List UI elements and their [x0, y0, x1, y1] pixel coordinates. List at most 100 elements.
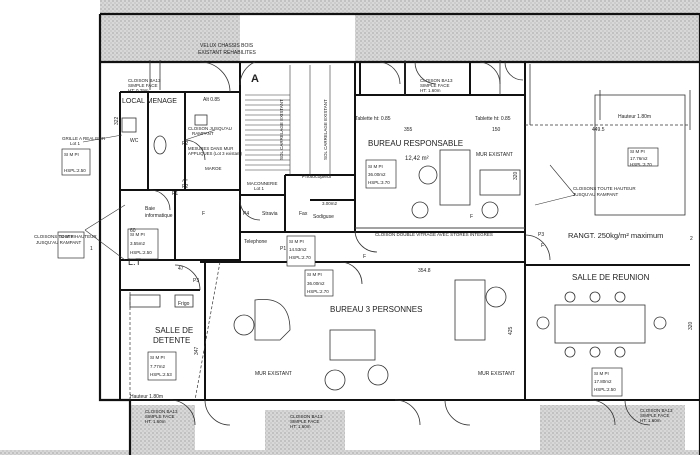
af-label: AF	[182, 178, 188, 183]
dashed-partitions	[129, 124, 690, 401]
p1-b: P1	[280, 246, 286, 252]
windows	[149, 60, 691, 130]
rangt-label: RANGT. 250kg/m² maximum	[568, 231, 663, 240]
stravia-label: Stravia	[262, 211, 278, 217]
top-roof-hatch	[100, 0, 700, 14]
tag-hspl-250a: HSPL:2.50	[64, 168, 86, 173]
cloison-rampant-1: CLOISON JUSQU'AU	[188, 126, 232, 131]
f-label-a: F	[202, 211, 205, 217]
dim-322: 322	[114, 116, 120, 125]
tag-smp-3: SI M PI	[130, 232, 145, 237]
dim-150: 150	[492, 127, 501, 133]
stair-letter: A	[251, 73, 259, 85]
cloisons-toute-2: JUSQU'AU RAMPANT	[36, 240, 82, 245]
bottom-roof-hatch	[0, 405, 700, 455]
area-355: 3.55m2	[130, 241, 146, 246]
frigo-label: Frigo	[178, 301, 190, 307]
sodigouse-label: Sodiguse	[313, 214, 334, 220]
mur-existant-c: MUR EXISTANT	[476, 152, 513, 158]
mur-existant-b: MUR EXISTANT	[478, 371, 515, 377]
velux-sub-label: EXISTANT REHABILITES	[198, 50, 257, 56]
hash-2: 2	[690, 236, 693, 242]
tag-smp-9: SI M PI	[594, 371, 609, 376]
lt-label: L.T	[128, 257, 142, 267]
hspl-250: HSPL:2.50	[130, 250, 152, 255]
f-label-d: F	[470, 214, 473, 220]
hspl-270: HSPL:2.70	[289, 255, 311, 260]
plan-labels: VELUX CHASSIS BOIS EXISTANT REHABILITES …	[34, 43, 694, 429]
cloison-bm-label: CLOISON BA13	[290, 414, 323, 419]
tag-smp-4: SI M PI	[60, 234, 75, 239]
tablette-b: Tablette ht: 0.85	[475, 116, 511, 122]
area-1453: 14.53m2	[289, 247, 307, 252]
dim-47: 47	[178, 266, 184, 272]
hspl-370b: HSPL:3.70	[630, 162, 652, 167]
leader-lines	[82, 129, 576, 261]
p4-label: P4	[243, 211, 249, 217]
photocopieur-label: Photocopieur	[302, 174, 332, 180]
cloison-tr-3: HT: 1.60m	[420, 88, 441, 93]
mur-existant-a: MUR EXISTANT	[255, 371, 292, 377]
bureau-resp-area: 12,42 m²	[405, 156, 429, 162]
cloison-bl-3: HT: 1.60m	[145, 419, 166, 424]
p2-a: P2	[182, 141, 188, 147]
cloison-tl-2: SIMPLE FACE	[128, 83, 158, 88]
hspl-250b: HSPL:2.50	[594, 387, 616, 392]
area-777: 7.77m2	[150, 364, 166, 369]
local-menage-label: LOCAL MENAGE	[122, 98, 177, 105]
top-hatch-blocks	[100, 14, 700, 62]
cloison-tl-label: CLOISON BA13	[128, 78, 161, 83]
bureau-resp-label: BUREAU RESPONSABLE	[368, 139, 463, 148]
alt-085-label: Alt 0.85	[203, 97, 220, 103]
hspl-370: HSPL:3.70	[368, 180, 390, 185]
f-label-b: F	[541, 243, 544, 249]
fax-label: Fax	[299, 211, 308, 217]
dim-320b: 320	[688, 321, 694, 330]
velux-label: VELUX CHASSIS BOIS	[200, 43, 254, 49]
cloison-br-label: CLOISON BA13	[640, 408, 673, 413]
area-3600: 36.00m2	[307, 281, 325, 286]
hauteur-180b-label: Hauteur 1.80m	[618, 114, 651, 120]
cloison-br-3: HT: 1.60m	[640, 418, 661, 423]
sol-carrelage-b: SOL CARRELAGE EXISTANT	[323, 99, 328, 160]
mesures-label: MESURES DANS MUR	[188, 146, 233, 151]
cloison-double-label: CLOISON DOUBLE VITRAGE AVEC STORES INTEG…	[375, 232, 493, 237]
cloison-rampant-2: RAMPANT	[192, 131, 214, 136]
dim-347: 347	[194, 346, 200, 355]
area-3600b: 36.00m2	[368, 172, 386, 177]
tablette-a: Tablette ht: 0.85	[355, 116, 391, 122]
tag-smp-5: SI M PI	[150, 355, 165, 360]
cloison-bm-2: SIMPLE FACE	[290, 419, 320, 424]
cloisons-toute-b2: JUSQU'AU RAMPANT	[573, 192, 619, 197]
tag-smp-2: SI M PI	[289, 239, 304, 244]
tag-smp-1: SI M PI	[64, 152, 79, 157]
mesures-2: APPLIQUES (Lot 3 existant)	[188, 151, 243, 156]
hash-1: 1	[90, 246, 93, 252]
p3-b: P3	[538, 232, 544, 238]
cloison-bl-label: CLOISON BA13	[145, 409, 178, 414]
door-swings	[149, 61, 651, 426]
area-1776: 17.76m2	[630, 156, 648, 161]
maconnerie-lot: Lot 1	[254, 186, 265, 191]
salle-detente-label: SALLE DE	[155, 326, 193, 335]
dim-4495: 449.5	[592, 127, 605, 133]
cloison-tr-2: SIMPLE FACE	[420, 83, 450, 88]
cloison-bm-3: HT: 1.60m	[290, 424, 311, 429]
n60-label: 60	[130, 228, 136, 234]
cloison-bl-2: SIMPLE FACE	[145, 414, 175, 419]
maconnerie-label: MACONNERIE	[247, 181, 278, 186]
hauteur-180-label: Hauteur 1.80m	[130, 394, 163, 400]
p2-b: P2	[182, 184, 188, 190]
grille-label: GRILLE A REALISER	[62, 136, 106, 141]
wc-label: WC	[130, 138, 139, 144]
salle-reunion-label: SALLE DE REUNION	[572, 273, 650, 282]
dim-3548: 354.8	[418, 268, 431, 274]
hspl-270b: HSPL:2.70	[307, 289, 329, 294]
cloisons-toute-label: CLOISONS TOUTE HAUTEUR	[34, 234, 97, 239]
telephone-label: Telephone	[244, 239, 267, 245]
dim-355: 355	[404, 127, 413, 133]
furniture	[121, 94, 686, 391]
staircase	[245, 65, 331, 175]
area-1780: 17.80m2	[594, 379, 612, 384]
dim-425: 425	[508, 326, 514, 335]
